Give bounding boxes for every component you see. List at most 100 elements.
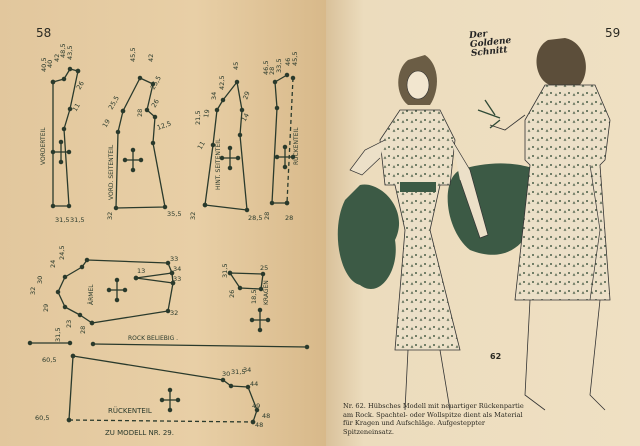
pattern-point [227, 165, 233, 171]
pattern-point [137, 75, 143, 81]
pattern-point [55, 289, 61, 295]
pattern-point [250, 419, 256, 425]
pattern-point [130, 147, 136, 153]
pattern-point [260, 271, 266, 277]
measurement-label: 48 [262, 412, 270, 420]
pattern-point [150, 81, 156, 87]
measurement-label: 29 [241, 90, 251, 101]
vorderteil-outline [52, 70, 79, 207]
aermel-outline [57, 259, 174, 324]
pattern-point [61, 76, 67, 82]
measurement-label: 26 [228, 290, 236, 298]
pattern-point [170, 280, 176, 286]
pattern-point [122, 157, 128, 163]
pattern-point [202, 202, 208, 208]
pattern-point [50, 203, 56, 209]
pattern-point [114, 297, 120, 303]
measurement-label: 31,5 [231, 368, 245, 376]
measurement-label: 46,5 [262, 61, 270, 75]
hint-seitenteil-label: HINT. SEITENTEIL [215, 138, 222, 190]
rueckenteil-outline [271, 74, 288, 204]
pattern-point [237, 285, 243, 291]
measurement-label: 42 [147, 54, 155, 62]
measurement-label: 34 [210, 92, 218, 100]
pattern-point [237, 132, 243, 138]
pattern-point [66, 417, 72, 423]
measurement-label: 60,5 [42, 356, 56, 364]
pattern-point [114, 277, 120, 283]
pattern-point [115, 129, 121, 135]
measurement-label: 28,5 [248, 214, 262, 222]
measurement-label: 30 [222, 370, 230, 378]
pattern-point [133, 275, 139, 281]
pattern-point [265, 317, 271, 323]
measurement-label: 34 [173, 265, 181, 273]
measurement-label: 45,5 [129, 48, 137, 62]
measurement-label: 60,5 [35, 414, 49, 422]
measurement-label: 28 [263, 212, 271, 220]
pattern-point [62, 304, 68, 310]
rock-side [68, 355, 74, 421]
pattern-point [167, 407, 173, 413]
pattern-point [214, 107, 220, 113]
pattern-point [282, 144, 288, 150]
aermel-dart-top [135, 272, 173, 279]
vord-seitenteil-label: VORD. SEITENTEIL [108, 144, 115, 200]
pattern-point [257, 327, 263, 333]
measurement-label: 48 [255, 421, 263, 429]
measurement-label: 21,5 [194, 111, 202, 125]
kragen-label: KRAGEN [263, 280, 270, 305]
measurement-label: 30 [36, 276, 44, 284]
pattern-point [67, 66, 73, 72]
measurement-label: 19 [202, 109, 211, 119]
pattern-point [159, 397, 165, 403]
pattern-point [228, 383, 234, 389]
measurement-label: 46 [284, 58, 292, 66]
pattern-point [165, 260, 171, 266]
pattern-point [244, 207, 250, 213]
pattern-point [67, 106, 73, 112]
pattern-point [272, 79, 278, 85]
aermel-dart-bottom [135, 277, 174, 284]
pattern-point [227, 270, 233, 276]
measurement-label: 32 [106, 212, 114, 220]
pattern-point [58, 139, 64, 145]
pattern-point [84, 257, 90, 263]
rock-label: RÜCKENTEIL [108, 406, 152, 415]
pattern-point [169, 270, 175, 276]
pattern-point [144, 107, 150, 113]
pattern-point [90, 341, 96, 347]
measurement-label: 25,5 [107, 94, 121, 111]
measurement-label: 13 [137, 267, 145, 275]
pattern-point [257, 307, 263, 313]
measurement-label: 29 [42, 304, 50, 312]
pattern-point [290, 154, 296, 160]
pattern-point [113, 205, 119, 211]
pattern-point [89, 320, 95, 326]
pattern-point [165, 308, 171, 314]
pattern-point [75, 68, 81, 74]
measurement-label: 40,5 [40, 58, 48, 72]
pattern-point [50, 79, 56, 85]
measurement-label: 48,5 [59, 44, 67, 58]
pattern-point [269, 200, 275, 206]
measurement-label: 32 [29, 287, 37, 295]
rock-hem [68, 419, 254, 423]
pattern-point [274, 105, 280, 111]
measurement-label: 11 [71, 102, 82, 113]
page-number-right: 59 [605, 26, 621, 40]
figure-front [349, 55, 489, 411]
pattern-point [50, 149, 56, 155]
measurement-label: 28 [285, 214, 293, 222]
pattern-point [77, 312, 83, 318]
rock-outline [72, 355, 258, 423]
pattern-point [245, 384, 251, 390]
figure-back [477, 38, 611, 411]
divider-right [92, 343, 308, 348]
pattern-point [162, 204, 168, 210]
pattern-point [122, 287, 128, 293]
measurement-label: 28 [79, 326, 87, 334]
measurement-label: 11 [196, 140, 207, 151]
measurement-label: 18,5 [250, 290, 258, 304]
